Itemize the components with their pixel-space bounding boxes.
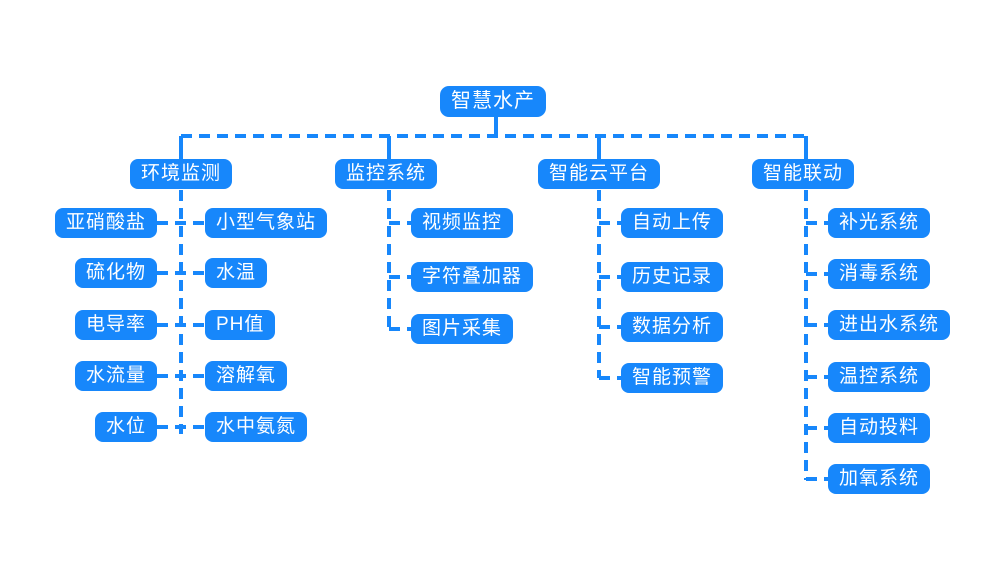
node-leaf-dissolved-oxygen[interactable]: 溶解氧 (205, 361, 288, 391)
node-leaf-fill-light-system[interactable]: 补光系统 (828, 208, 931, 238)
node-branch-environment-monitoring[interactable]: 环境监测 (130, 159, 233, 189)
node-leaf-oxygenation-system[interactable]: 加氧系统 (828, 464, 931, 494)
node-leaf-auto-feeding[interactable]: 自动投料 (828, 413, 931, 443)
node-leaf-water-flow[interactable]: 水流量 (74, 361, 157, 391)
node-leaf-ammonia-nitrogen[interactable]: 水中氨氮 (205, 412, 308, 442)
node-leaf-ph-value[interactable]: PH值 (205, 310, 276, 340)
node-leaf-data-analysis[interactable]: 数据分析 (621, 312, 724, 342)
node-leaf-water-level[interactable]: 水位 (94, 412, 157, 442)
node-leaf-auto-upload[interactable]: 自动上传 (621, 208, 724, 238)
node-leaf-temperature-control-system[interactable]: 温控系统 (828, 362, 931, 392)
node-branch-surveillance-system[interactable]: 监控系统 (335, 159, 438, 189)
node-leaf-sulfide[interactable]: 硫化物 (74, 258, 157, 288)
node-leaf-nitrite[interactable]: 亚硝酸盐 (54, 208, 157, 238)
node-branch-smart-linkage[interactable]: 智能联动 (752, 159, 855, 189)
node-leaf-water-temperature[interactable]: 水温 (205, 258, 268, 288)
node-leaf-water-inlet-outlet-system[interactable]: 进出水系统 (828, 310, 951, 340)
node-leaf-image-capture[interactable]: 图片采集 (411, 314, 514, 344)
node-branch-cloud-platform[interactable]: 智能云平台 (538, 159, 661, 189)
node-leaf-smart-alert[interactable]: 智能预警 (621, 363, 724, 393)
node-leaf-character-overlay[interactable]: 字符叠加器 (411, 262, 534, 292)
node-root[interactable]: 智慧水产 (440, 86, 546, 117)
node-leaf-conductivity[interactable]: 电导率 (74, 310, 157, 340)
node-leaf-disinfection-system[interactable]: 消毒系统 (828, 259, 931, 289)
node-leaf-history-record[interactable]: 历史记录 (621, 262, 724, 292)
node-leaf-weather-station[interactable]: 小型气象站 (205, 208, 328, 238)
node-leaf-video-surveillance[interactable]: 视频监控 (411, 208, 514, 238)
